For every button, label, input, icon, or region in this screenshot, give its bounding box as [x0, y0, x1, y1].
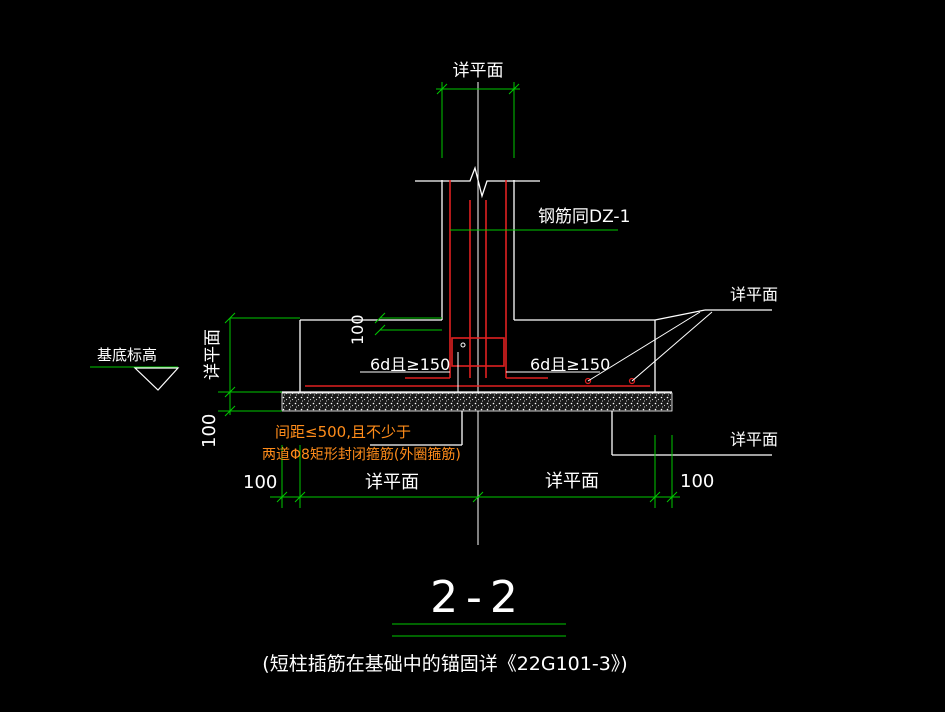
rebar-dot — [628, 377, 636, 385]
section-caption: (短柱插筋在基础中的锚固详《22G101-3》) — [262, 653, 627, 675]
label-stirrup-note-2: 两道Φ8矩形封闭箍筋(外圈箍筋) — [262, 446, 461, 463]
label-base-elev: 基底标高 — [97, 346, 157, 364]
leader-lines — [587, 311, 713, 382]
section-title: 2-2 — [430, 572, 526, 623]
footing-outline — [280, 309, 772, 456]
label-rebar-same: 钢筋同DZ-1 — [538, 207, 630, 227]
label-left-height: 详平面 — [203, 329, 223, 380]
label-100-vertical: 100 — [348, 314, 367, 345]
rebar-dot — [460, 342, 466, 348]
dimension-lines — [90, 82, 680, 637]
label-anchor-left: 6d且≥150 — [370, 355, 450, 374]
label-bottom-left-plan: 详平面 — [365, 472, 419, 493]
label-right-lower: 详平面 — [730, 430, 778, 449]
column-outline — [415, 165, 540, 320]
label-100-left-bottom: 100 — [243, 472, 277, 493]
label-top-width: 详平面 — [453, 61, 504, 81]
bedding-layer — [281, 392, 673, 412]
label-right-upper: 详平面 — [730, 285, 778, 304]
label-100-left: 100 — [199, 414, 220, 448]
label-anchor-right: 6d且≥150 — [530, 355, 610, 374]
label-bottom-right-plan: 详平面 — [545, 471, 599, 492]
elevation-triangle — [133, 367, 180, 391]
label-100-right: 100 — [680, 471, 714, 492]
label-stirrup-note-1: 间距≤500,且不少于 — [275, 423, 411, 441]
rebar-dot — [584, 377, 592, 385]
anchor-dims — [360, 352, 600, 392]
